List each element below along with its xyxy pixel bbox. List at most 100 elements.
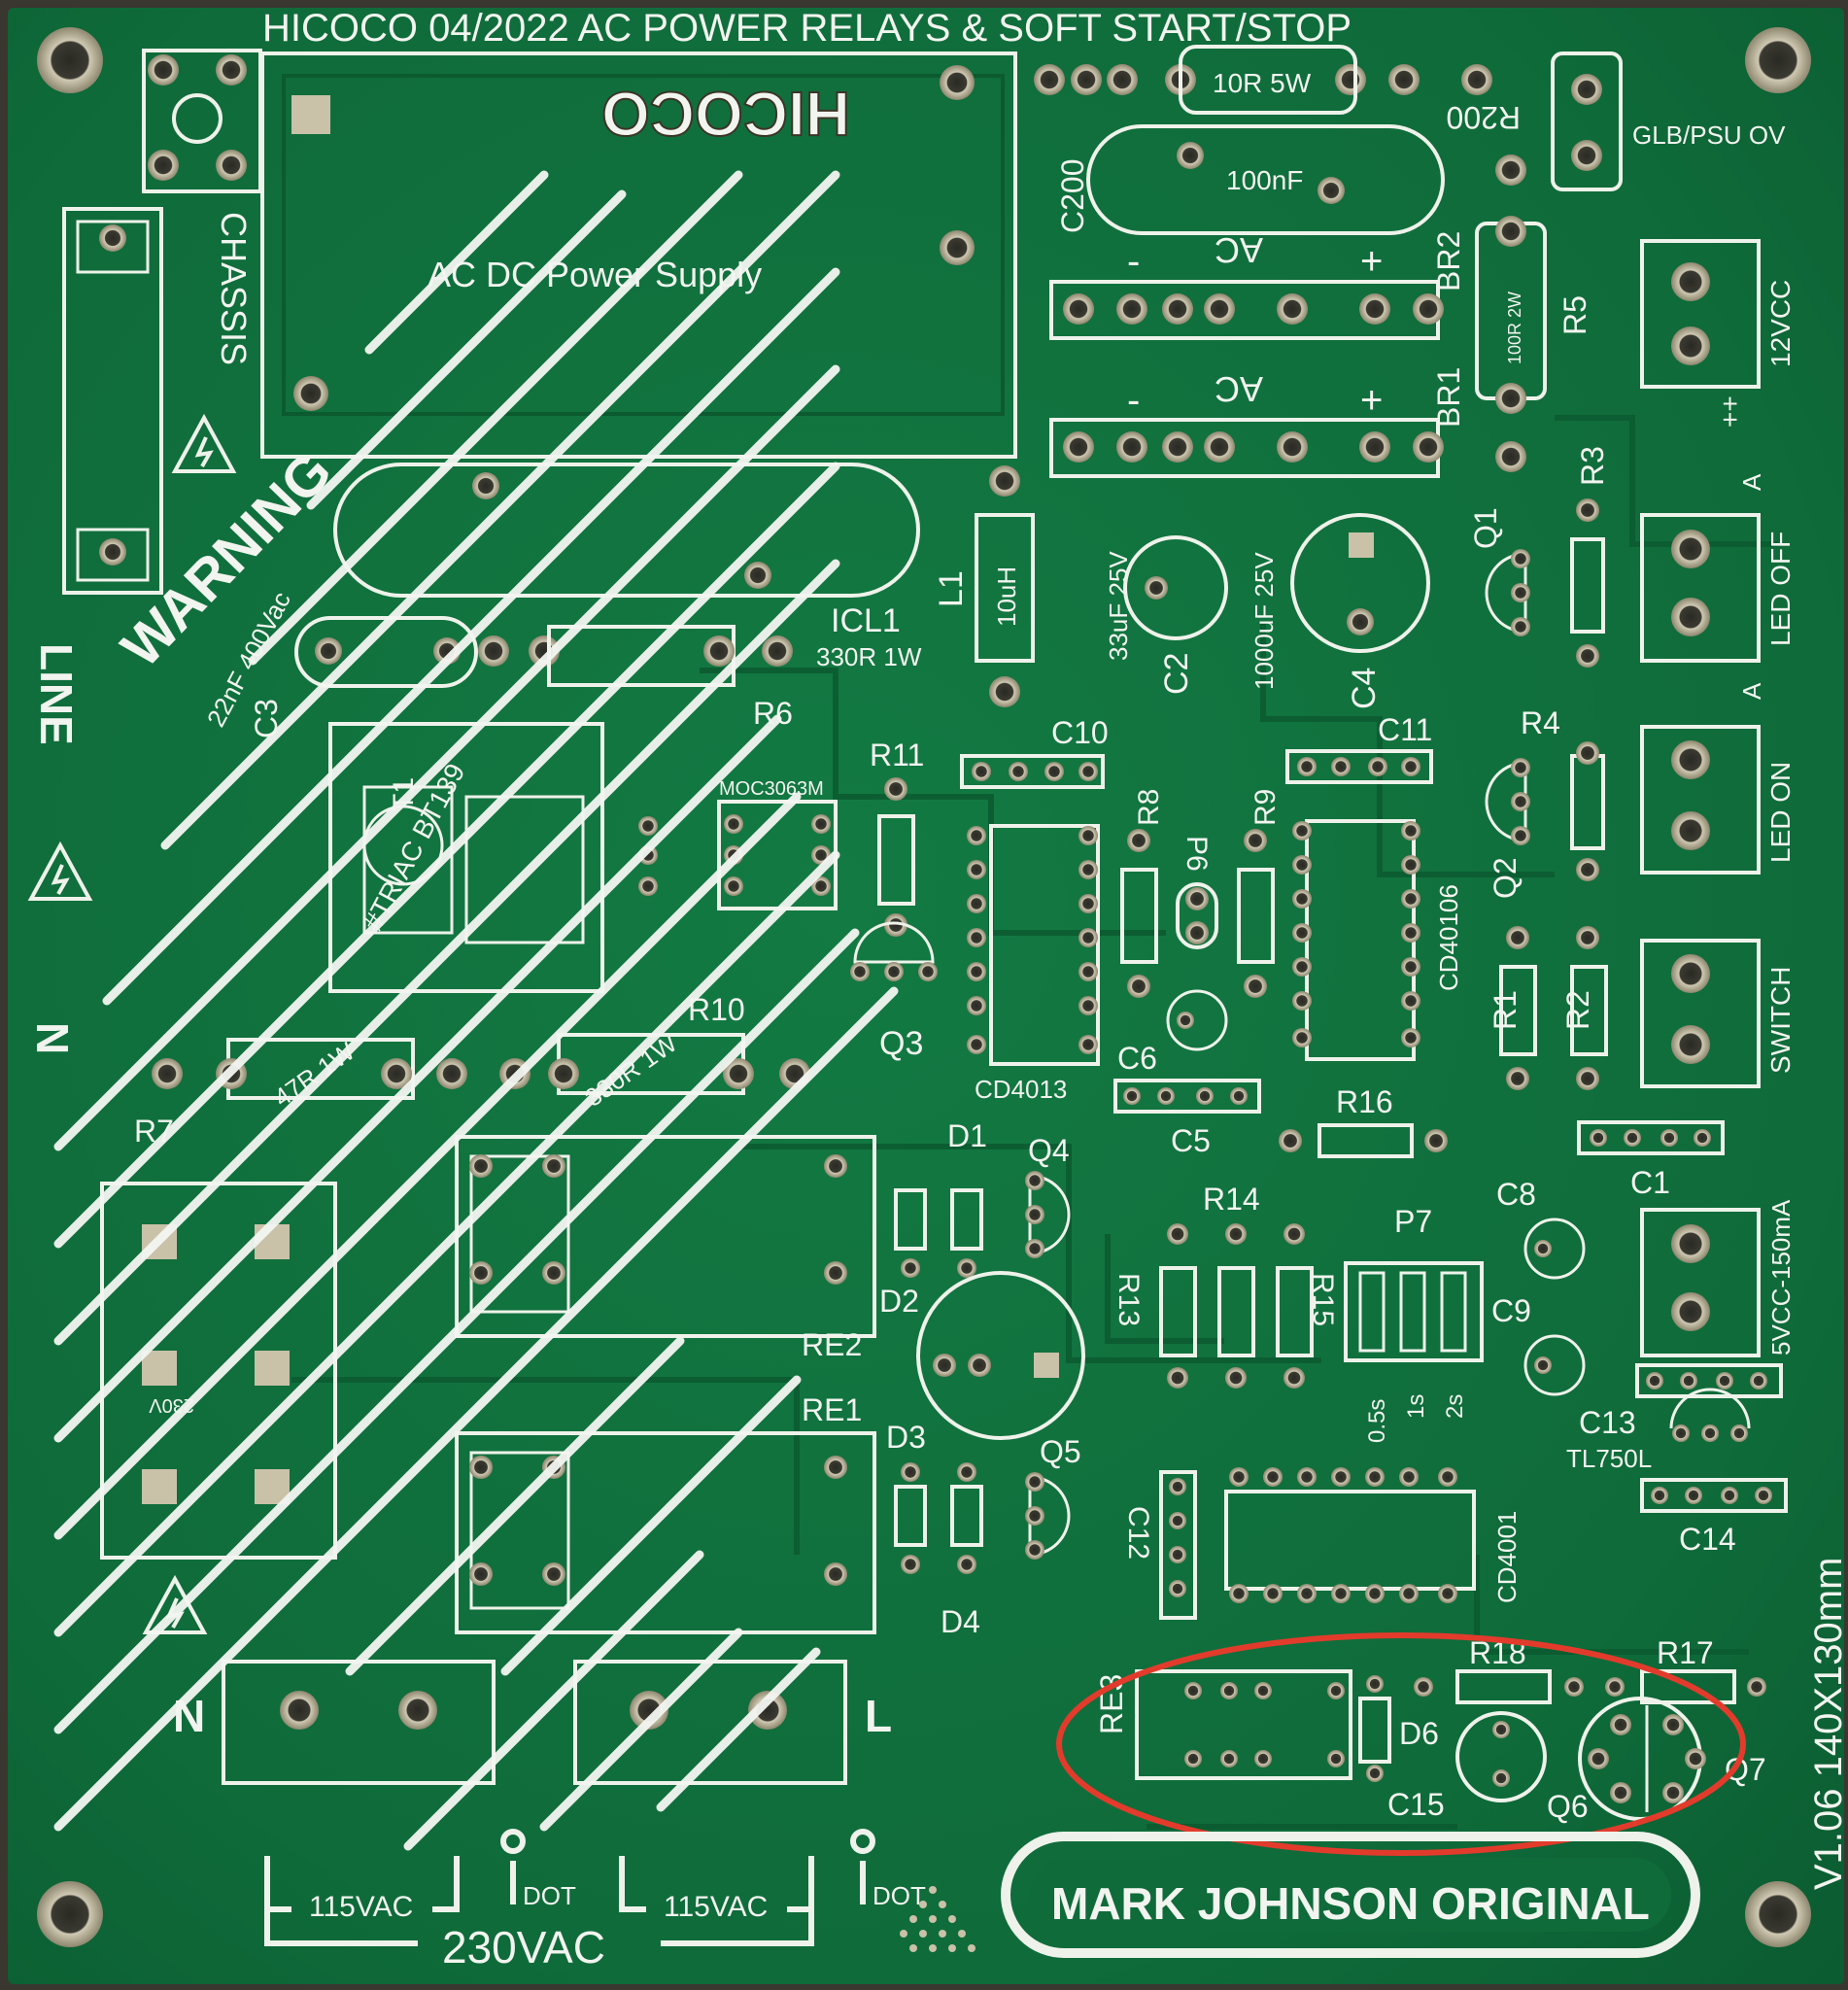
q3-transistor — [850, 921, 938, 981]
r14-label: R14 — [1203, 1182, 1260, 1217]
c8-label: C8 — [1496, 1177, 1536, 1212]
t05-label: 0.5s — [1364, 1399, 1390, 1443]
d4-label: D4 — [941, 1604, 980, 1639]
c2-capacitor — [1123, 535, 1228, 640]
copper-traces — [291, 415, 1778, 1830]
cd4013-label: CD4013 — [975, 1075, 1067, 1104]
q4-transistor — [1025, 1171, 1071, 1258]
br2-minus: - — [1127, 240, 1140, 283]
c13-label: C13 — [1579, 1405, 1636, 1440]
q6-label: Q6 — [1547, 1789, 1589, 1824]
power-supply-label: AC DC Power Supply — [428, 255, 762, 294]
c10-capacitor — [960, 754, 1105, 789]
r16-resistor — [1318, 1123, 1414, 1158]
c6-capacitor — [1166, 989, 1228, 1051]
d3-label: D3 — [886, 1420, 926, 1455]
c200-label: C200 — [1055, 159, 1090, 234]
r3-label: R3 — [1575, 446, 1610, 486]
neutral-left-label: N — [27, 1022, 78, 1054]
c1-label: C1 — [1630, 1165, 1670, 1200]
c2-value: 33uF 25V — [1104, 551, 1133, 661]
r200-value: 10R 5W — [1213, 68, 1312, 98]
dot-pattern — [900, 1886, 975, 1952]
c4-capacitor — [1290, 513, 1430, 653]
c13-capacitor — [1635, 1363, 1783, 1398]
vac115a-label: 115VAC — [309, 1891, 413, 1923]
r1-label: R1 — [1488, 990, 1523, 1030]
mounting-holes — [37, 27, 1811, 1947]
c11-label: C11 — [1378, 712, 1432, 747]
q1-label: Q1 — [1468, 507, 1503, 549]
led-on-a: A — [1737, 682, 1766, 700]
br2-plus: + — [1360, 240, 1383, 283]
bridge-rectifier-br1 — [1049, 418, 1444, 478]
dot1-label: DOT — [523, 1881, 576, 1910]
c15-capacitor — [1455, 1711, 1547, 1802]
big-electrolytic — [916, 1271, 1085, 1440]
vac230-label: 230VAC — [442, 1922, 605, 1973]
c200-value: 100nF — [1226, 165, 1303, 195]
c2-label: C2 — [1158, 653, 1195, 695]
p7-jumper-header — [1344, 1261, 1484, 1362]
power-supply-window — [282, 74, 1005, 416]
dot2-label: DOT — [873, 1881, 926, 1910]
c14-label: C14 — [1679, 1522, 1736, 1557]
ps-pad-1 — [291, 95, 330, 134]
c9-capacitor — [1523, 1334, 1586, 1396]
r2-label: R2 — [1560, 990, 1595, 1030]
r16-label: R16 — [1336, 1084, 1393, 1119]
c12-capacitor — [1159, 1470, 1197, 1620]
p6-label: P6 — [1181, 836, 1213, 872]
r5-value: 100R 2W — [1505, 292, 1524, 364]
chassis-connector — [142, 49, 262, 193]
glb-jumper — [1551, 51, 1623, 191]
r13-label: R13 — [1112, 1273, 1145, 1326]
c5-capacitor — [1113, 1079, 1261, 1114]
c6-label: C6 — [1117, 1041, 1157, 1076]
credit-pill — [1001, 1832, 1700, 1958]
c12-label: C12 — [1122, 1506, 1154, 1560]
led-off-a: A — [1737, 473, 1766, 491]
led-off-label: LED OFF — [1765, 532, 1796, 646]
d6-label: D6 — [1399, 1716, 1439, 1751]
l1-inductor — [975, 513, 1035, 663]
c8-capacitor — [1523, 1218, 1586, 1280]
glb-label: GLB/PSU OV — [1632, 120, 1786, 150]
q1-transistor — [1485, 549, 1530, 636]
r15-label: R15 — [1307, 1273, 1339, 1326]
line-label: LINE — [31, 643, 82, 745]
cd4001-label: CD4001 — [1492, 1511, 1522, 1603]
left-connector — [62, 207, 163, 595]
q5-transistor — [1025, 1472, 1071, 1560]
cd40106-ic — [1292, 819, 1420, 1061]
hv-hatching — [53, 170, 899, 1851]
t2s-label: 2s — [1442, 1394, 1468, 1419]
br2-label: BR2 — [1431, 231, 1466, 292]
q3-label: Q3 — [879, 1025, 923, 1062]
icl1-value: 330R 1W — [816, 642, 922, 671]
icl1-label: ICL1 — [831, 602, 901, 639]
c200-capacitor — [1086, 124, 1445, 235]
re2-label: RE2 — [802, 1327, 862, 1362]
d1-d2-diodes — [894, 1188, 983, 1278]
d6-diode — [1358, 1697, 1391, 1764]
c1-capacitor — [1577, 1120, 1725, 1155]
connector-12v — [1640, 239, 1761, 389]
r9-label: R9 — [1249, 789, 1282, 826]
v12-pp: ++ — [1715, 395, 1745, 428]
r8-label: R8 — [1133, 789, 1165, 826]
led-on-label: LED ON — [1765, 762, 1796, 863]
connector-led-on — [1640, 725, 1761, 875]
br1-minus: - — [1127, 379, 1140, 422]
c4-value: 1000uF 25V — [1249, 552, 1279, 690]
vac115b-label: 115VAC — [664, 1891, 768, 1923]
c5-label: C5 — [1171, 1123, 1211, 1158]
voltage-selector-silk — [264, 1829, 875, 1946]
icl1-outline — [333, 463, 920, 598]
r5-resistor — [1475, 154, 1547, 472]
d1-label: D1 — [947, 1118, 987, 1153]
r200-label: R200 — [1447, 100, 1522, 135]
v12-label: 12VCC — [1765, 280, 1796, 367]
c14-capacitor — [1640, 1478, 1788, 1513]
board-title: HICOCO 04/2022 AC POWER RELAYS & SOFT ST… — [262, 7, 1352, 50]
